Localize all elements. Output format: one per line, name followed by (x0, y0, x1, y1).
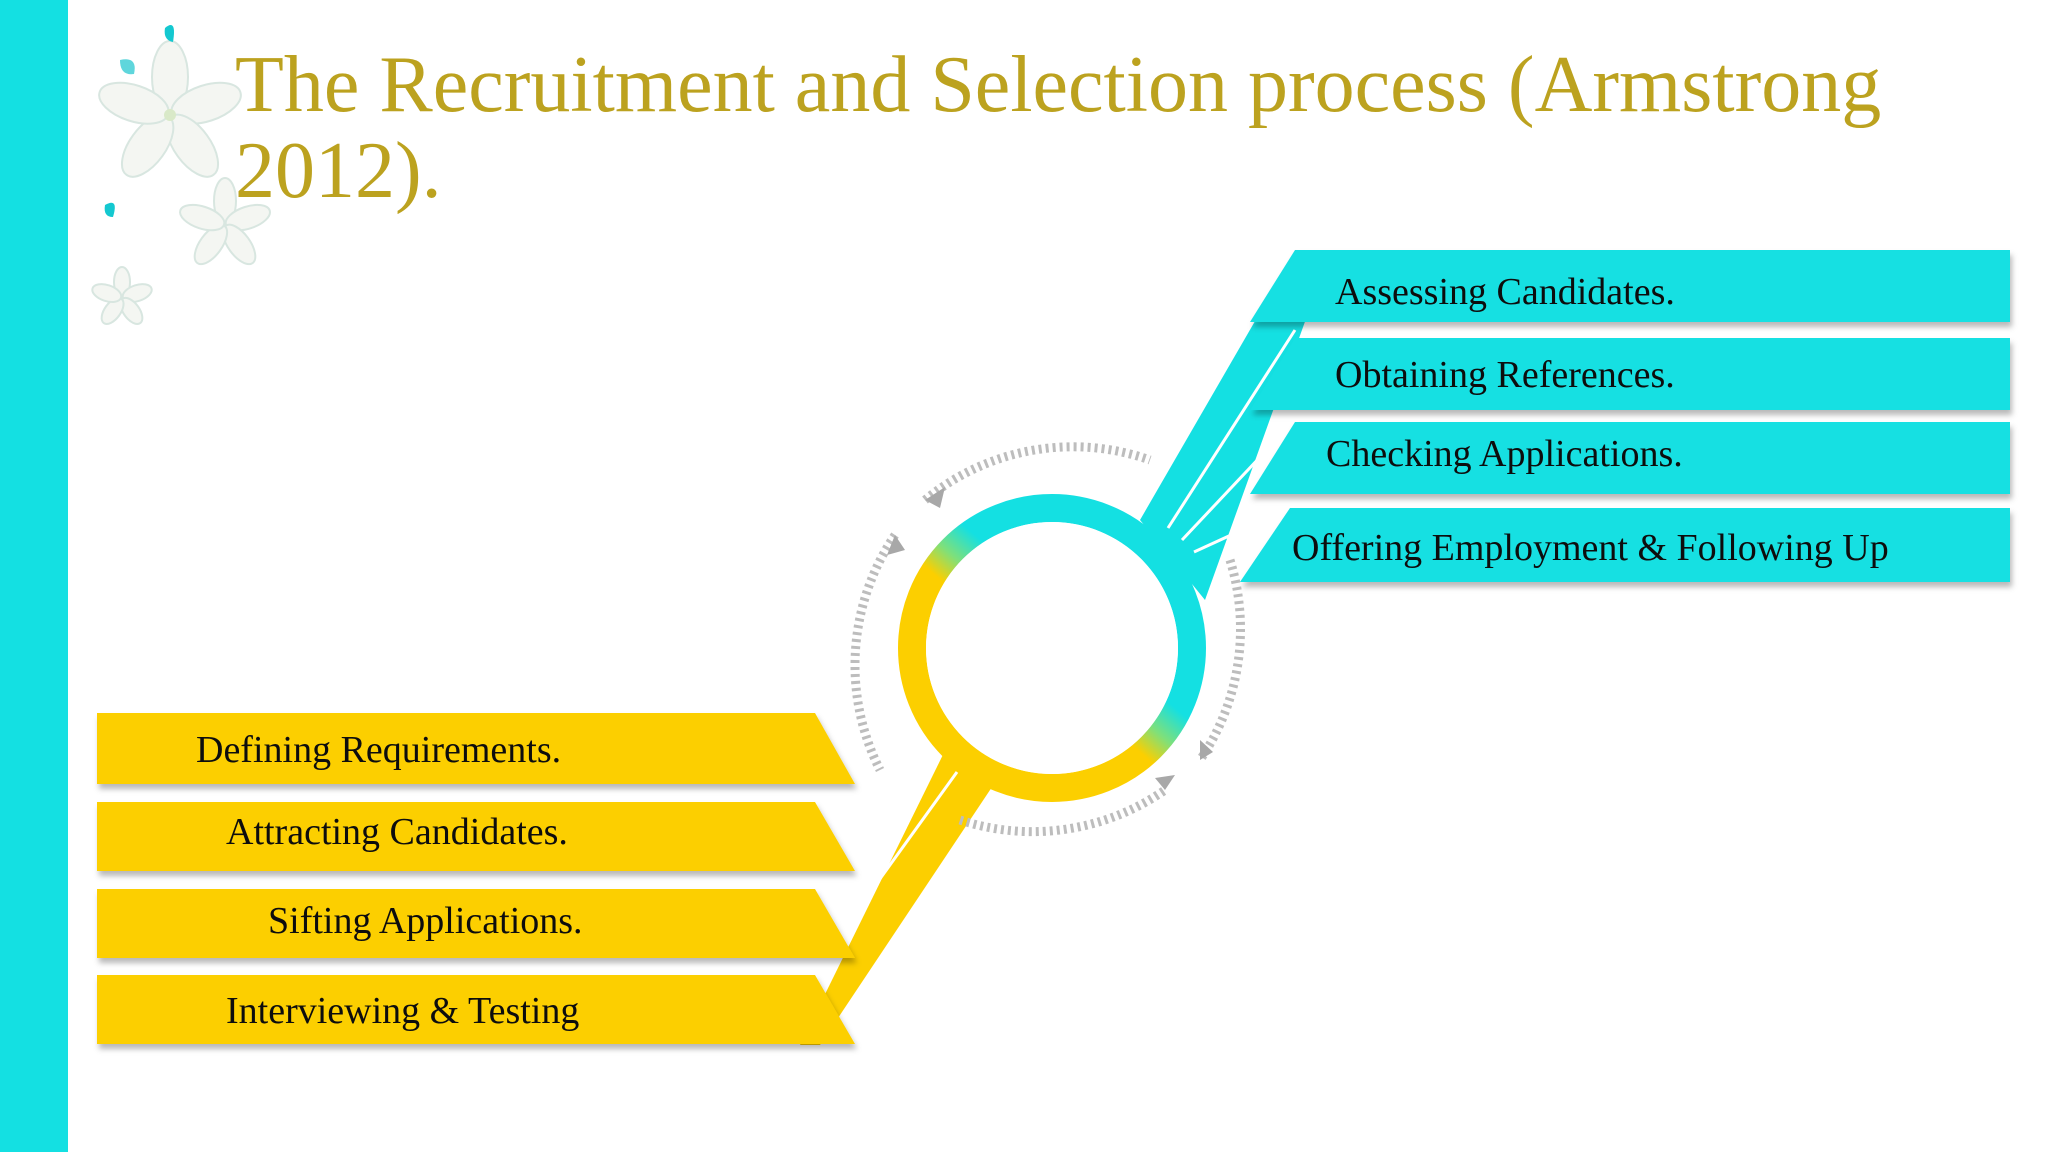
right-step-3-label: Checking Applications. (1326, 433, 1683, 475)
left-step-3: Sifting Applications. (97, 889, 855, 958)
left-step-2-label: Attracting Candidates. (226, 811, 568, 853)
left-step-3-label: Sifting Applications. (268, 900, 583, 942)
left-accent-bar (0, 0, 68, 1152)
left-step-1: Defining Requirements. (97, 713, 855, 784)
right-step-1: Assessing Candidates. (1250, 250, 2010, 322)
left-step-2: Attracting Candidates. (97, 802, 855, 871)
left-step-4-label: Interviewing & Testing (226, 990, 579, 1032)
flower-decoration-icon (91, 25, 271, 325)
central-hub-ring (898, 494, 1206, 802)
left-step-4: Interviewing & Testing (97, 975, 855, 1044)
right-step-2-label: Obtaining References. (1335, 354, 1675, 396)
left-step-1-label: Defining Requirements. (196, 729, 561, 771)
right-step-2: Obtaining References. (1250, 338, 2010, 410)
title-line-1: The Recruitment and Selection process (A… (235, 42, 1882, 129)
right-step-4-label: Offering Employment & Following Up (1292, 527, 1889, 569)
right-connector-wedge (1140, 252, 1330, 600)
title-line-2: 2012). (235, 127, 442, 214)
right-step-4: Offering Employment & Following Up (1240, 508, 2010, 582)
page-title: The Recruitment and Selection process (A… (235, 42, 2048, 214)
right-step-3: Checking Applications. (1250, 422, 2010, 494)
cycle-arrows-icon (850, 442, 1245, 837)
right-step-1-label: Assessing Candidates. (1335, 271, 1675, 313)
cycle-arrowheads-icon (887, 487, 1213, 790)
